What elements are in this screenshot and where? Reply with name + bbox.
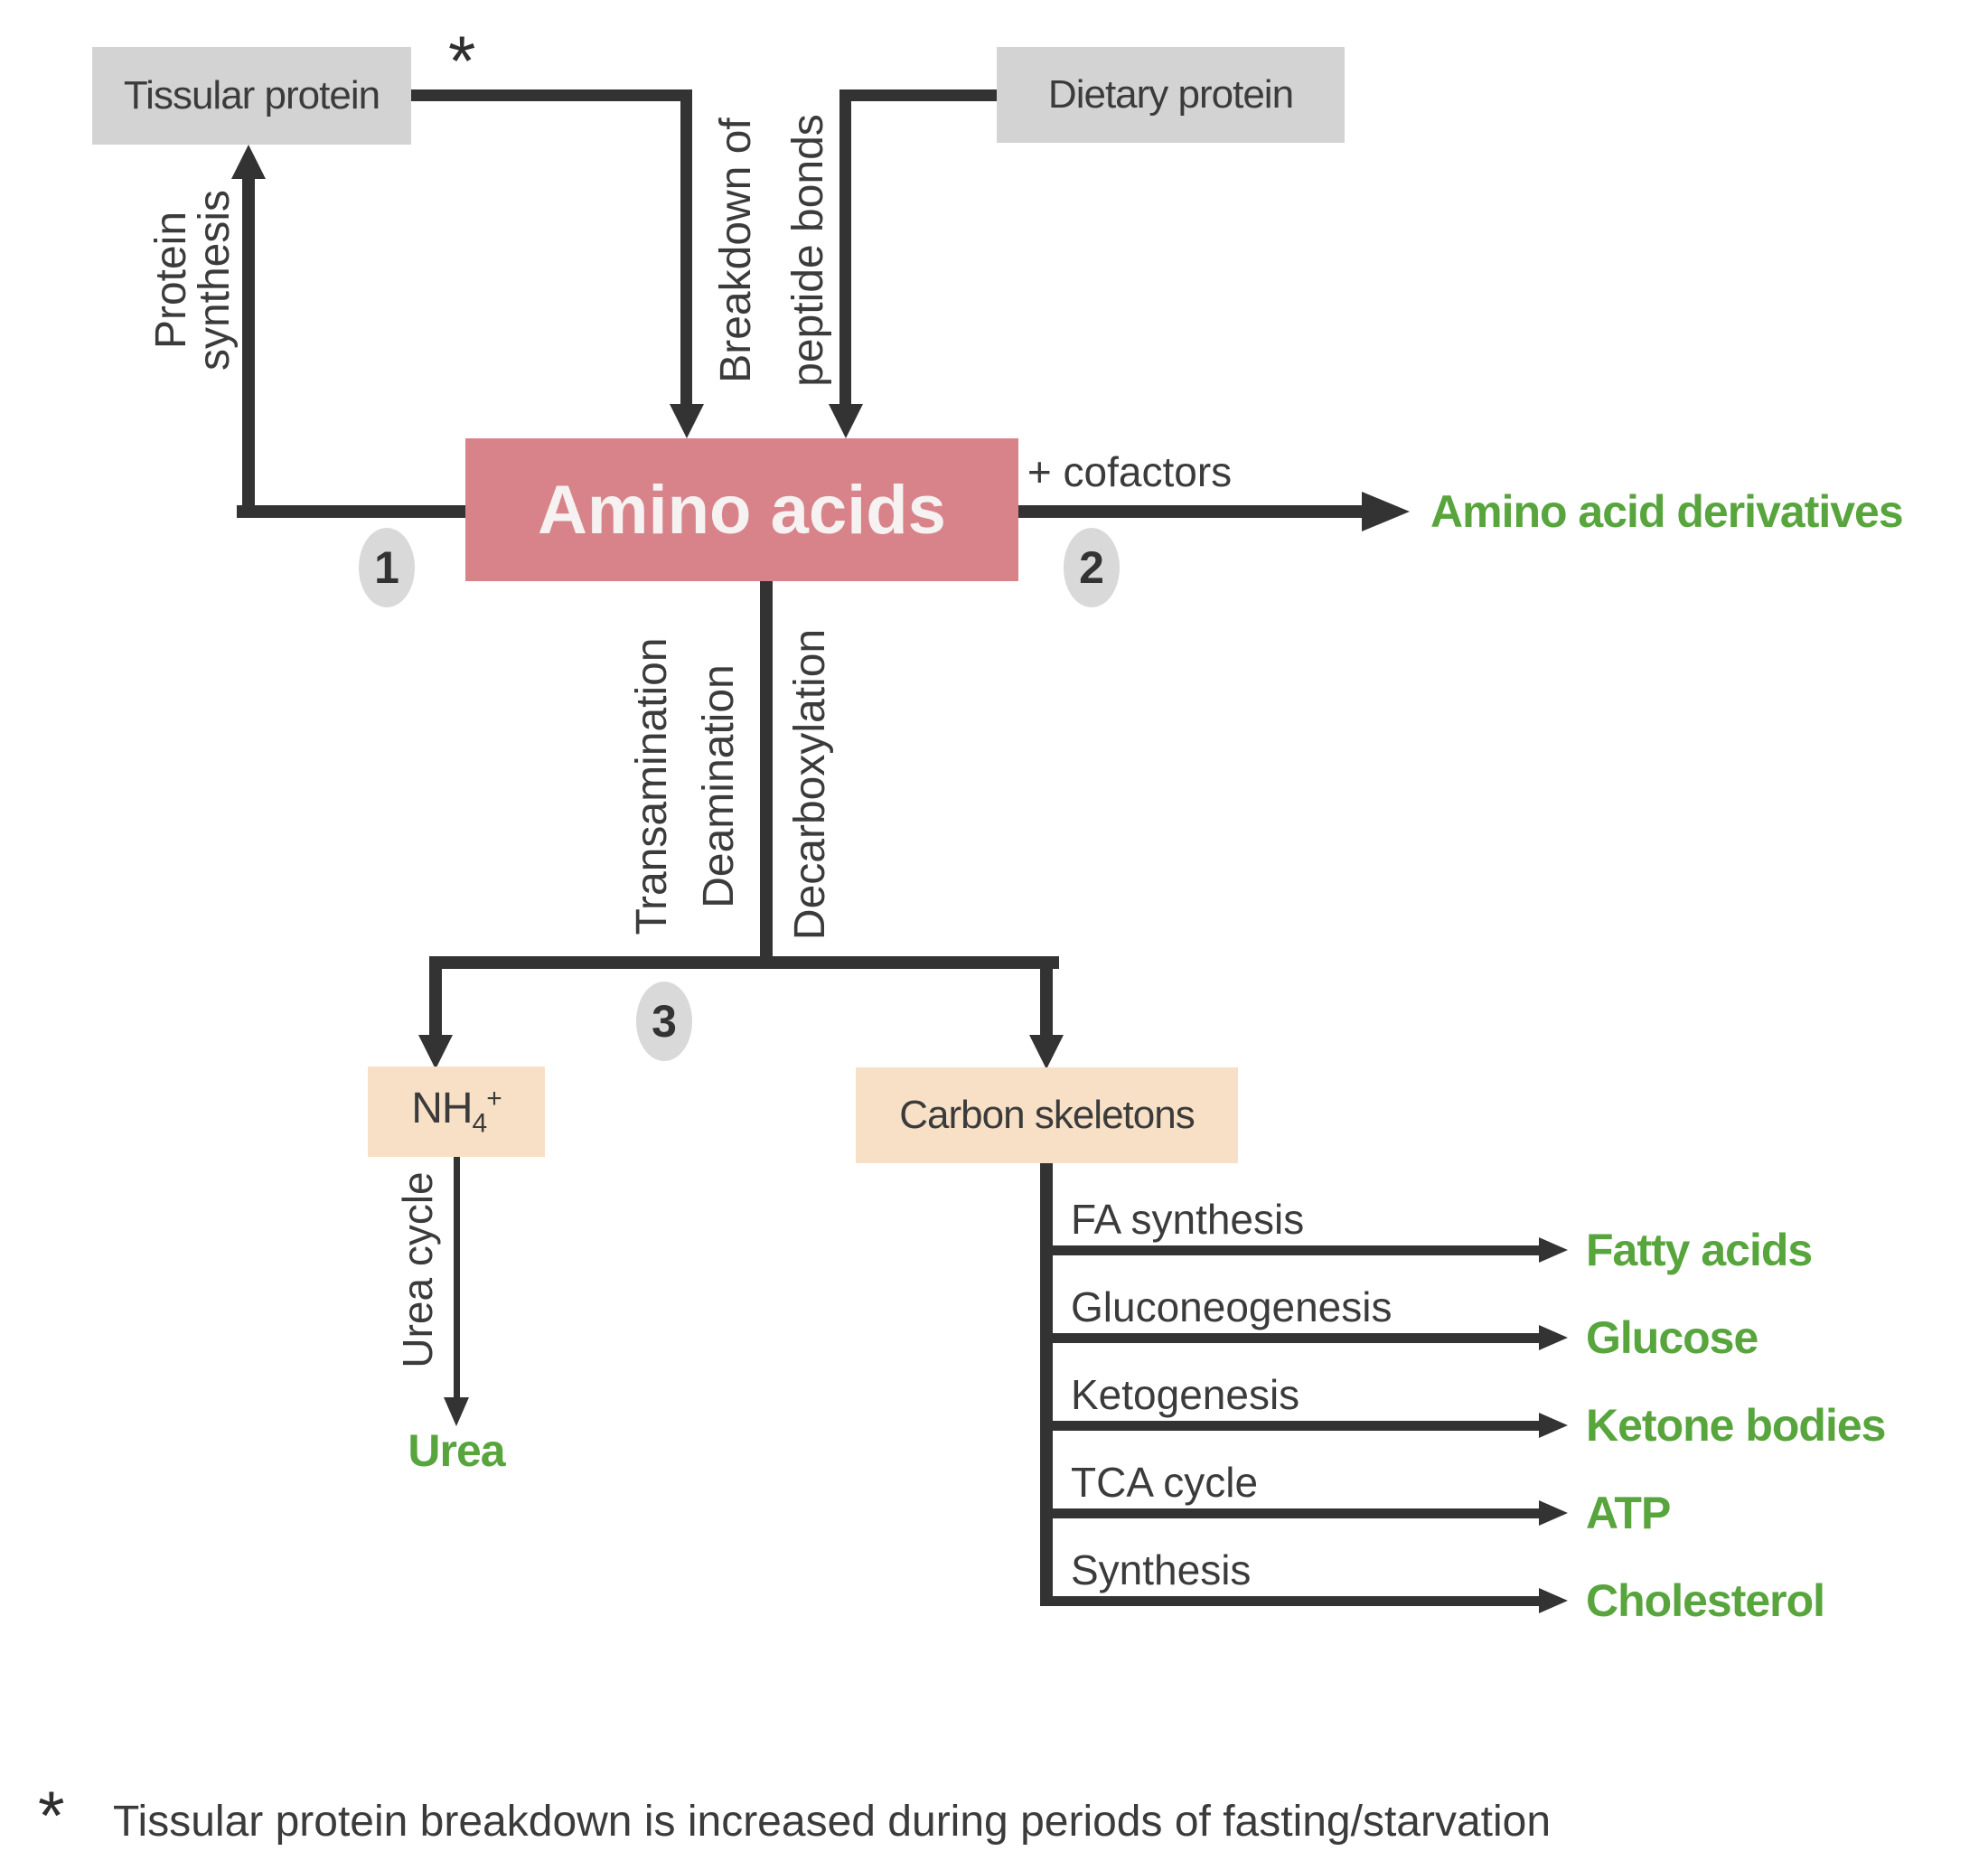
edge-protein-synthesis-vline [242, 179, 255, 518]
branch-process-gluconeogenesis: Gluconeogenesis [1071, 1283, 1393, 1330]
step-circle-1: 1 [359, 528, 415, 607]
product-cholesterol: Cholesterol [1586, 1575, 1825, 1626]
branch-process-ketogenesis: Ketogenesis [1071, 1371, 1300, 1418]
edge-split-right-vline [1040, 956, 1053, 1035]
node-tissular-protein-label: Tissular protein [123, 73, 380, 117]
edge-dietary-breakdown-vline [839, 89, 851, 404]
product-amino-acid-derivatives: Amino acid derivatives [1430, 486, 1904, 537]
branch-process-tca-cycle: TCA cycle [1071, 1459, 1259, 1506]
node-carbon-skeletons: Carbon skeletons [856, 1067, 1238, 1163]
arrowhead-split-to-nh4 [418, 1035, 453, 1069]
arrowhead-branch-synthesis [1539, 1588, 1568, 1613]
step-circle-2: 2 [1064, 528, 1120, 607]
product-urea: Urea [408, 1425, 505, 1476]
node-dietary-protein: Dietary protein [997, 47, 1345, 143]
node-amino-acids: Amino acids [465, 438, 1018, 581]
branch-process-fa-synthesis: FA synthesis [1071, 1196, 1305, 1243]
edge-tissular-breakdown-hline [411, 89, 692, 101]
step-circle-3: 3 [636, 982, 692, 1061]
node-dietary-protein-label: Dietary protein [1047, 72, 1294, 117]
edge-branch-fa-line [1046, 1245, 1539, 1255]
arrowhead-branch-fa [1539, 1237, 1568, 1263]
node-amino-acids-label: Amino acids [538, 471, 946, 549]
edge-label-transamination-deamination: Transamination Deamination [628, 637, 743, 935]
product-atp: ATP [1586, 1488, 1671, 1538]
product-fatty-acids: Fatty acids [1586, 1225, 1813, 1275]
arrowhead-amino-to-derivatives [1362, 492, 1410, 531]
edge-label-breakdown-of-peptide-bonds: Breakdown of peptide bonds [712, 114, 832, 387]
arrowhead-tissular-to-amino [670, 404, 704, 438]
node-carbon-skeletons-label: Carbon skeletons [899, 1093, 1195, 1137]
edge-cofactors-line [1018, 505, 1362, 518]
product-glucose: Glucose [1586, 1312, 1758, 1363]
arrowhead-branch-gluconeogenesis [1539, 1325, 1568, 1350]
edge-label-protein-synthesis: Protein synthesis [147, 189, 239, 371]
branch-process-synthesis: Synthesis [1071, 1546, 1252, 1593]
edge-tissular-breakdown-vline [680, 89, 692, 404]
arrowhead-amino-to-tissular [231, 145, 266, 179]
edge-dietary-breakdown-hline [839, 89, 997, 101]
edge-split-tbar [429, 956, 1059, 969]
edge-branch-ketogenesis-line [1046, 1421, 1539, 1431]
edge-protein-synthesis-hline [237, 505, 465, 518]
edge-label-decarboxylation: Decarboxylation [786, 628, 834, 941]
arrowhead-split-to-carbon [1029, 1035, 1064, 1069]
edge-label-urea-cycle: Urea cycle [394, 1171, 441, 1368]
edge-urea-cycle-vline [454, 1157, 460, 1397]
arrowhead-dietary-to-amino [829, 404, 863, 438]
node-nh4: NH4+ [368, 1067, 545, 1157]
node-nh4-label: NH4+ [411, 1084, 502, 1139]
edge-carbon-trunk-vline [1040, 1163, 1053, 1606]
edge-branch-gluconeogenesis-line [1046, 1333, 1539, 1343]
node-tissular-protein: Tissular protein [92, 47, 411, 145]
product-ketone-bodies: Ketone bodies [1586, 1400, 1886, 1451]
edge-amino-trunk-vline [760, 581, 773, 969]
arrowhead-branch-tca [1539, 1500, 1568, 1526]
edge-label-cofactors: + cofactors [1027, 448, 1233, 495]
edge-branch-synthesis-line [1046, 1596, 1539, 1606]
footnote-asterisk: * [38, 1778, 65, 1855]
arrowhead-nh4-to-urea [444, 1397, 469, 1426]
arrowhead-branch-ketogenesis [1539, 1413, 1568, 1438]
footnote-text: Tissular protein breakdown is increased … [113, 1798, 1552, 1846]
edge-branch-tca-line [1046, 1508, 1539, 1518]
asterisk-marker: * [448, 21, 476, 100]
edge-split-left-vline [429, 956, 442, 1035]
